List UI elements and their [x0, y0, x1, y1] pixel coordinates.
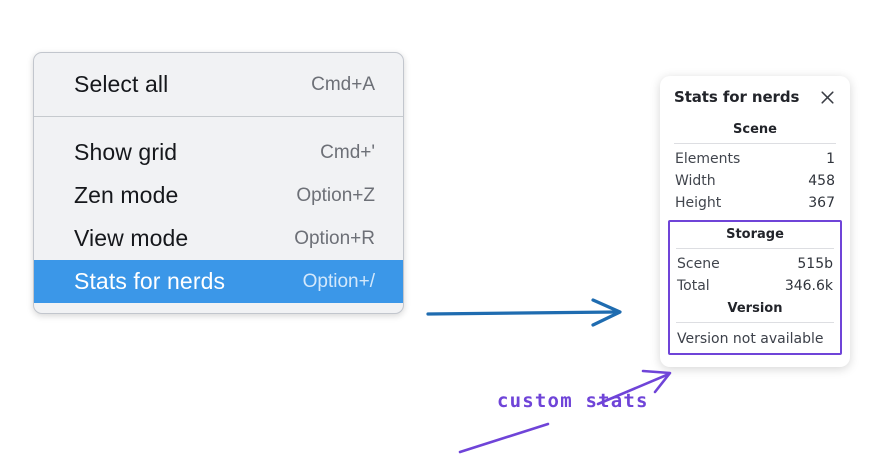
menu-item-shortcut: Cmd+': [320, 141, 375, 163]
menu-item-label: Select all: [74, 71, 169, 97]
close-icon[interactable]: [819, 89, 836, 106]
stat-key: Width: [675, 173, 716, 189]
menu-item-stats-for-nerds[interactable]: Stats for nerds Option+/: [34, 260, 403, 303]
custom-stats-highlight-box: Storage Scene 515b Total 346.6k Version …: [668, 220, 842, 355]
note-underline-stroke: [458, 422, 550, 454]
menu-item-shortcut: Cmd+A: [311, 73, 375, 95]
stats-for-nerds-panel: Stats for nerds Scene Elements 1 Width 4…: [660, 76, 850, 367]
stat-row: Width 458: [668, 170, 842, 192]
menu-item-show-grid[interactable]: Show grid Cmd+': [34, 131, 403, 174]
stats-panel-header: Stats for nerds: [668, 86, 842, 106]
stat-value: 367: [808, 195, 835, 211]
stat-key: Elements: [675, 151, 741, 167]
menu-item-view-mode[interactable]: View mode Option+R: [34, 217, 403, 260]
menu-group-1: Select all Cmd+A: [34, 53, 403, 117]
stat-key: Scene: [677, 256, 720, 272]
menu-item-label: Show grid: [74, 139, 178, 165]
stats-panel-title: Stats for nerds: [674, 88, 800, 106]
stat-value: 1: [826, 151, 835, 167]
context-menu[interactable]: Select all Cmd+A Show grid Cmd+' Zen mod…: [33, 52, 404, 314]
stat-row: Total 346.6k: [670, 275, 840, 297]
stat-row: Height 367: [668, 192, 842, 214]
version-section-heading: Version: [727, 301, 783, 316]
stat-value: 515b: [797, 256, 833, 272]
stat-value: 458: [808, 173, 835, 189]
scene-section-heading: Scene: [733, 122, 777, 137]
flow-arrow-icon: [426, 298, 622, 327]
menu-item-label: Zen mode: [74, 182, 179, 208]
menu-item-label: Stats for nerds: [74, 268, 226, 294]
stat-row: Scene 515b: [670, 253, 840, 275]
version-value: Version not available: [677, 331, 824, 347]
storage-section: Storage Scene 515b Total 346.6k: [670, 223, 840, 297]
menu-item-label: View mode: [74, 225, 189, 251]
menu-item-shortcut: Option+Z: [296, 184, 375, 206]
annotation-note-custom-stats: custom stats: [497, 390, 649, 412]
version-section: Version Version not available: [670, 297, 840, 349]
version-divider: [676, 322, 834, 323]
stat-row: Elements 1: [668, 148, 842, 170]
storage-divider: [676, 248, 834, 249]
scene-section: Scene Elements 1 Width 458 Height 367: [668, 118, 842, 214]
scene-divider: [674, 143, 836, 144]
stat-key: Total: [677, 278, 710, 294]
storage-section-heading: Storage: [726, 227, 784, 242]
menu-item-shortcut: Option+/: [302, 270, 375, 292]
menu-item-shortcut: Option+R: [294, 227, 375, 249]
menu-item-select-all[interactable]: Select all Cmd+A: [34, 63, 403, 106]
menu-group-2: Show grid Cmd+' Zen mode Option+Z View m…: [34, 117, 403, 313]
menu-item-zen-mode[interactable]: Zen mode Option+Z: [34, 174, 403, 217]
stat-key: Height: [675, 195, 722, 211]
stat-value: 346.6k: [784, 278, 833, 294]
